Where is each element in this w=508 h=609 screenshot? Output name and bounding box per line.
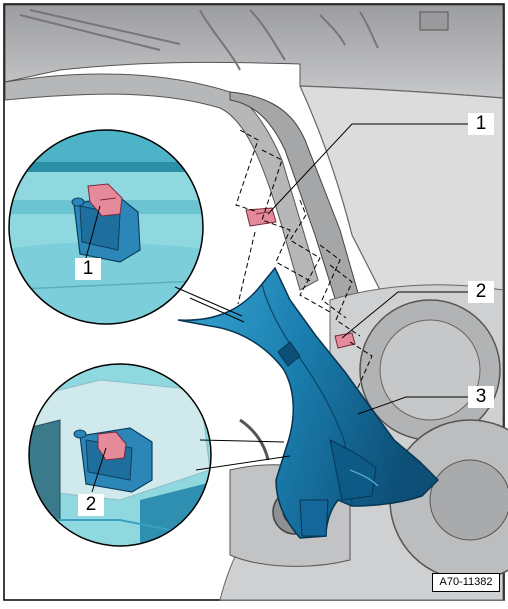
detail-view-top xyxy=(8,129,204,325)
detail-label-1: 1 xyxy=(75,258,101,280)
leader-lines xyxy=(85,123,478,493)
detail-label-2: 2 xyxy=(78,494,104,516)
detail-connectors xyxy=(174,286,291,471)
callout-label-1: 1 xyxy=(468,113,494,135)
body-clip-top xyxy=(245,207,277,227)
installation-guides xyxy=(235,129,373,393)
a-pillar-trim-panel xyxy=(177,266,440,539)
figure-id-label: A70-11382 xyxy=(432,573,500,592)
callout-label-3: 3 xyxy=(468,386,494,408)
callout-label-2: 2 xyxy=(468,281,494,303)
